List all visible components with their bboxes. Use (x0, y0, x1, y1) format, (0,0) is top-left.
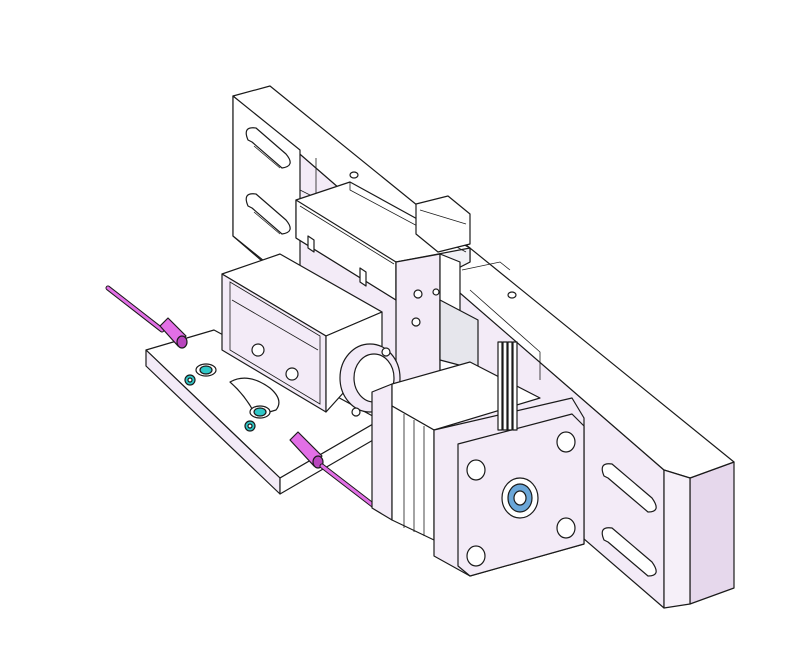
bearing-1 (184, 374, 196, 386)
slot-right-upper (601, 463, 657, 513)
filament-fitting-input (159, 317, 188, 349)
slot-lower (245, 193, 291, 235)
filament (105, 285, 377, 509)
base-plate (145, 329, 381, 495)
slot-upper (245, 127, 291, 169)
screw-1 (195, 363, 217, 377)
screw-2 (249, 405, 271, 419)
motor-shaft (501, 477, 539, 519)
motor-wires (497, 341, 518, 431)
tensioner (415, 195, 471, 253)
stepper-motor (371, 341, 585, 577)
slot-right-lower (601, 527, 657, 577)
bearing-2 (244, 420, 256, 432)
